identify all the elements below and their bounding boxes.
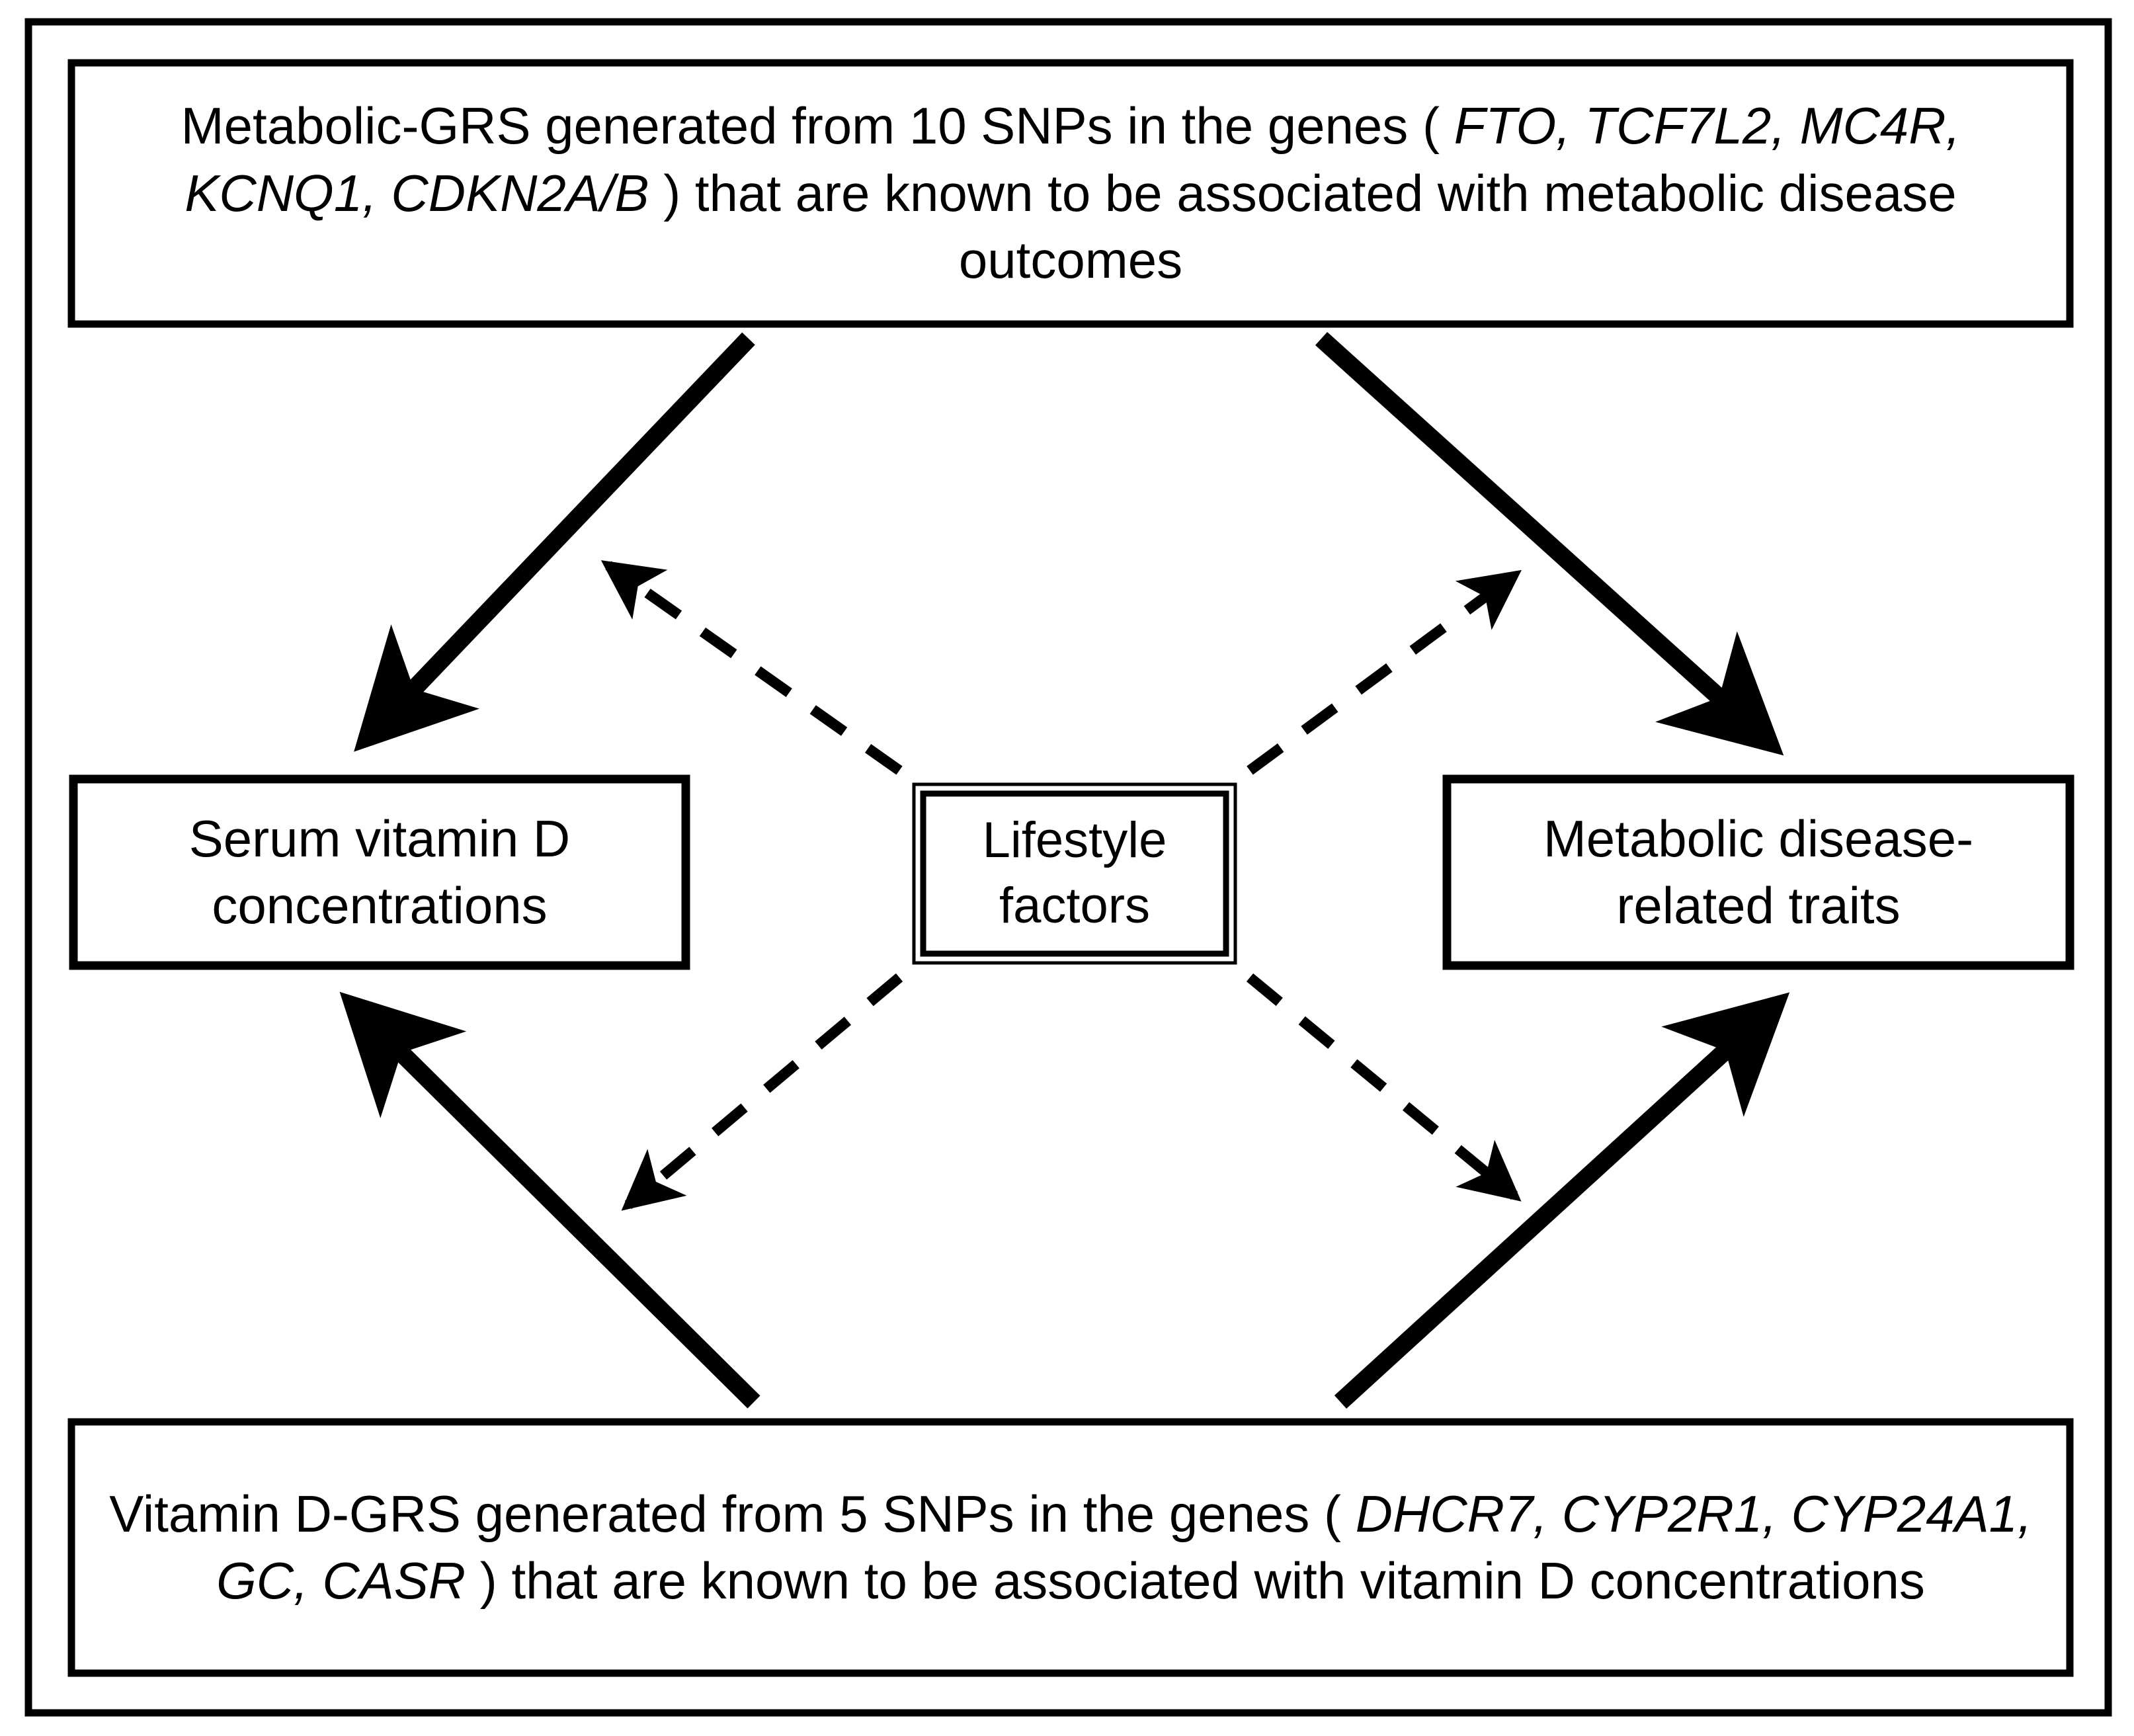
arrow-metabolic-grs-to-metabolic-traits	[1315, 331, 1784, 756]
arrow-metabolic-grs-to-serum-vitamin-d	[354, 332, 755, 752]
arrow-vitamin-d-grs-to-metabolic-traits	[1334, 992, 1790, 1409]
metabolic-disease-traits-box-rect[interactable]	[1442, 774, 2074, 970]
arrow-lifestyle-to-lower-right	[1246, 973, 1522, 1202]
arrow-lifestyle-to-lower-left	[621, 973, 903, 1211]
arrow-lifestyle-to-upper-left	[600, 560, 903, 775]
arrow-vitamin-d-grs-to-serum-vitamin-d	[339, 991, 760, 1409]
arrow-lifestyle-to-upper-right	[1247, 569, 1522, 775]
serum-vitamin-d-box-rect[interactable]	[69, 774, 690, 970]
figure-outer-border	[24, 18, 2112, 1717]
metabolic-grs-box-rect[interactable]	[67, 59, 2074, 328]
lifestyle-factors-box-inner-rect[interactable]	[920, 790, 1229, 957]
vitamin-d-grs-box-rect[interactable]	[67, 1418, 2074, 1677]
